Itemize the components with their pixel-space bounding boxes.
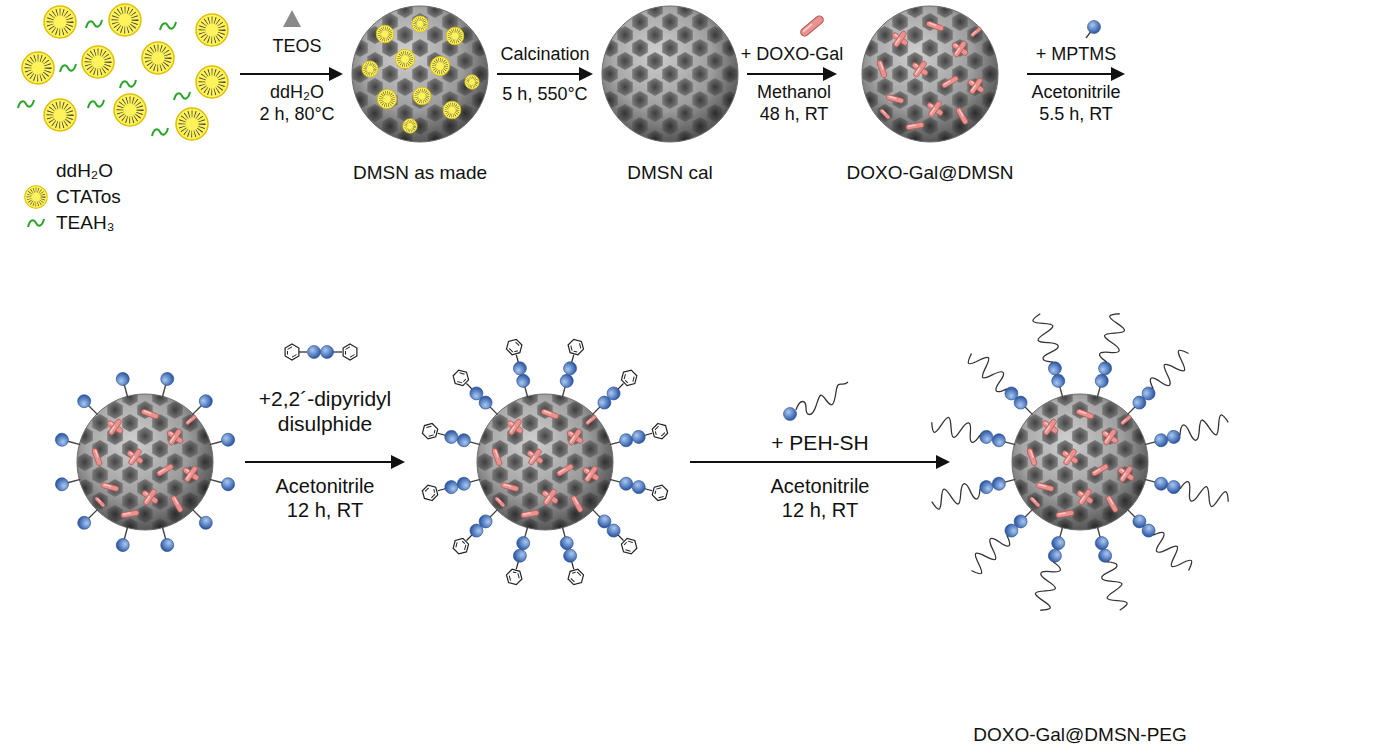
edge-label: + DOXO-Gal [741, 44, 844, 66]
particle-label: DMSN cal [627, 162, 713, 184]
particle-node: DOXO-Gal@DMSN [839, 0, 1021, 184]
condition-text: TEOS [272, 36, 321, 58]
reaction-arrow [690, 455, 950, 469]
condition-text: ddH₂O [270, 82, 324, 104]
particle-node: DOXO-Gal@DMSN-PEG [915, 300, 1245, 746]
reaction-arrow [497, 67, 593, 81]
legend-text: TEAH₃ [56, 212, 114, 234]
condition-text: 12 h, RT [782, 498, 858, 522]
condition-text: + MPTMS [1036, 44, 1117, 66]
condition-text: 12 h, RT [287, 498, 363, 522]
reaction-arrow [747, 67, 837, 81]
condition-text: + PEH-SH [771, 430, 868, 455]
particle-label: DMSN as made [353, 162, 487, 184]
reaction-arrow [245, 455, 405, 469]
reaction-arrow [240, 67, 343, 81]
condition-text: Methanol [757, 82, 831, 104]
condition-text: 48 h, RT [760, 104, 829, 126]
condition-text: Acetonitrile [276, 474, 375, 498]
condition-text: 5 h, 550°C [502, 84, 587, 106]
particle-node: DMSN cal [595, 0, 745, 184]
edge-label: Calcination [500, 44, 589, 66]
particle-node: DMSN as made [345, 0, 495, 184]
legend-text: ddH₂O [56, 160, 113, 182]
condition-text: +2,2´-dipyridyl disulphide [240, 386, 410, 436]
particle-label: DOXO-Gal@DMSN [846, 162, 1013, 184]
particle-label: DOXO-Gal@DMSN-PEG [973, 724, 1187, 746]
condition-text: Acetonitrile [771, 474, 870, 498]
reaction-arrow [1027, 67, 1125, 81]
micelle-mixture [18, 4, 228, 140]
condition-text: 5.5 h, RT [1039, 104, 1113, 126]
legend-text: CTATos [56, 186, 121, 208]
condition-text: Acetonitrile [1031, 82, 1120, 104]
condition-text: 2 h, 80°C [259, 104, 334, 126]
